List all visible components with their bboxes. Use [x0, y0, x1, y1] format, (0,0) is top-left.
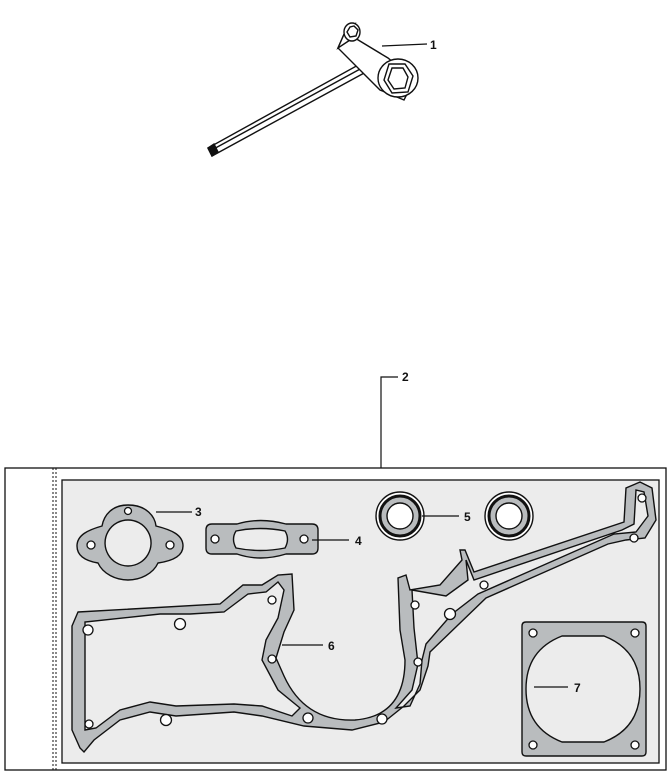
callout-2-label: 2 [402, 370, 409, 384]
oil-seals-part [375, 491, 534, 541]
callout-5-label: 5 [464, 510, 471, 524]
callout-7-label: 7 [574, 681, 581, 695]
round-flange-gasket-part [76, 504, 192, 581]
crankcase-gasket-part [71, 481, 657, 754]
callout-1-label: 1 [430, 38, 437, 52]
muffler-gasket-part [205, 519, 349, 559]
oil-seal-left [375, 491, 425, 541]
callout-2-leader [380, 376, 398, 468]
combination-wrench-part [207, 22, 428, 158]
cylinder-base-gasket-part [521, 621, 647, 757]
callout-4-label: 4 [355, 534, 362, 548]
callout-6-label: 6 [328, 639, 335, 653]
oil-seal-right [484, 491, 534, 541]
callout-3-label: 3 [195, 505, 202, 519]
